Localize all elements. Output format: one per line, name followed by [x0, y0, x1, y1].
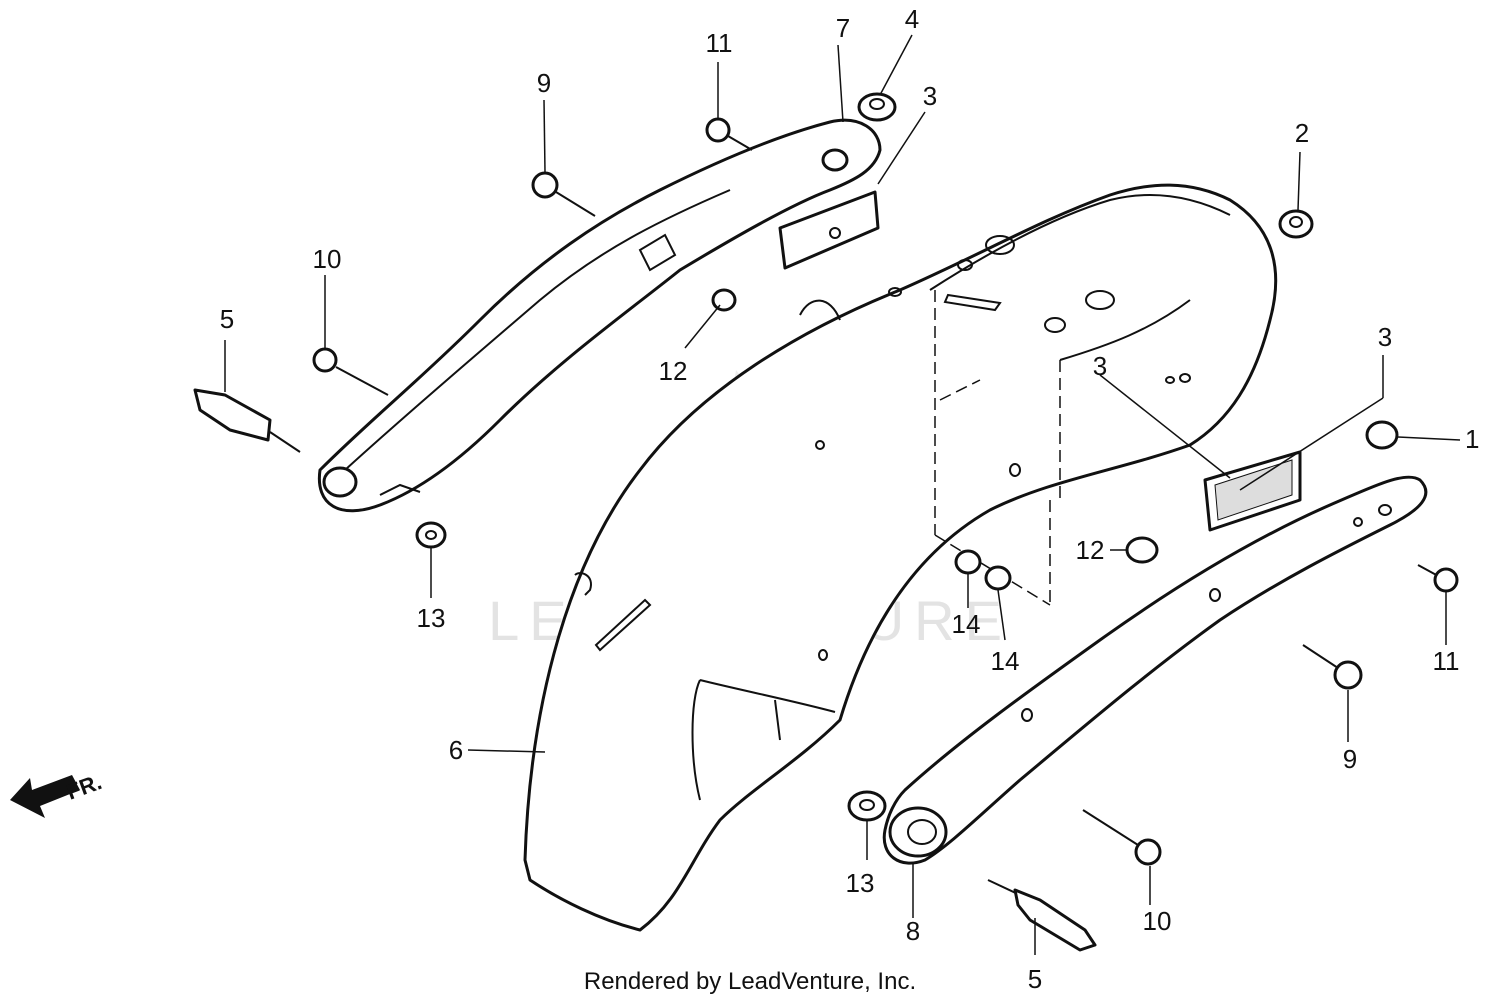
- callout-9-left: 9: [537, 68, 551, 98]
- right-stay: [882, 475, 1428, 865]
- callout-14-a: 14: [952, 609, 981, 639]
- callout-13-right: 13: [846, 868, 875, 898]
- collar-5-left: [193, 388, 301, 453]
- bolt-10-right: [1082, 809, 1162, 866]
- front-direction-indicator: FR.: [10, 769, 105, 818]
- callout-11-right: 11: [1433, 646, 1460, 676]
- bolt-9-left: [531, 171, 596, 217]
- nut-4: [857, 92, 897, 122]
- nut-12-left: [711, 288, 737, 312]
- collar-5-right: [987, 879, 1097, 952]
- callout-14-b: 14: [991, 646, 1020, 676]
- bolt-9-right: [1302, 644, 1363, 690]
- washer-13-left: [415, 521, 447, 549]
- callout-10-left: 10: [313, 244, 342, 274]
- left-stay: [317, 118, 882, 513]
- callout-labels: 1 2 3 3 3 4 5 5 6 7 8 9 9 10 10 11 11 12…: [220, 4, 1480, 994]
- callout-6: 6: [449, 735, 463, 765]
- callout-9-right: 9: [1343, 744, 1357, 774]
- footer-text: Rendered by LeadVenture, Inc.: [583, 968, 917, 995]
- callout-1: 1: [1465, 424, 1479, 454]
- nut-14-a: [954, 549, 982, 575]
- callout-5-right: 5: [1028, 964, 1042, 994]
- callout-3-right: 3: [1378, 322, 1392, 352]
- front-arrow-icon: [10, 775, 80, 818]
- callout-7: 7: [836, 13, 850, 43]
- nut-1: [1365, 420, 1399, 450]
- callout-2: 2: [1295, 118, 1309, 148]
- leader-lines: [224, 34, 1461, 955]
- nut-14-b: [984, 565, 1012, 591]
- callout-11-left: 11: [706, 28, 733, 58]
- nut-12-right: [1125, 536, 1159, 564]
- callout-12-right: 12: [1076, 535, 1105, 565]
- callout-3-upper: 3: [923, 81, 937, 111]
- callout-12-left: 12: [659, 356, 688, 386]
- callout-4: 4: [905, 4, 919, 34]
- bolt-10-left: [312, 347, 389, 396]
- bolt-11-right: [1417, 564, 1459, 593]
- callout-8: 8: [906, 916, 920, 946]
- footer-credit: Rendered by LeadVenture, Inc.: [0, 968, 1500, 996]
- washer-13-right: [847, 790, 887, 822]
- bolt-11-left: [705, 117, 753, 151]
- reflector-upper: [778, 190, 880, 270]
- callout-13-left: 13: [417, 603, 446, 633]
- callout-10-right: 10: [1143, 906, 1172, 936]
- reflector-lower: [1203, 450, 1302, 532]
- grommet-2: [1278, 209, 1314, 239]
- callout-3-mid: 3: [1093, 351, 1107, 381]
- direction-label: FR.: [63, 769, 105, 805]
- rear-fender: [523, 183, 1278, 932]
- callout-5-left: 5: [220, 304, 234, 334]
